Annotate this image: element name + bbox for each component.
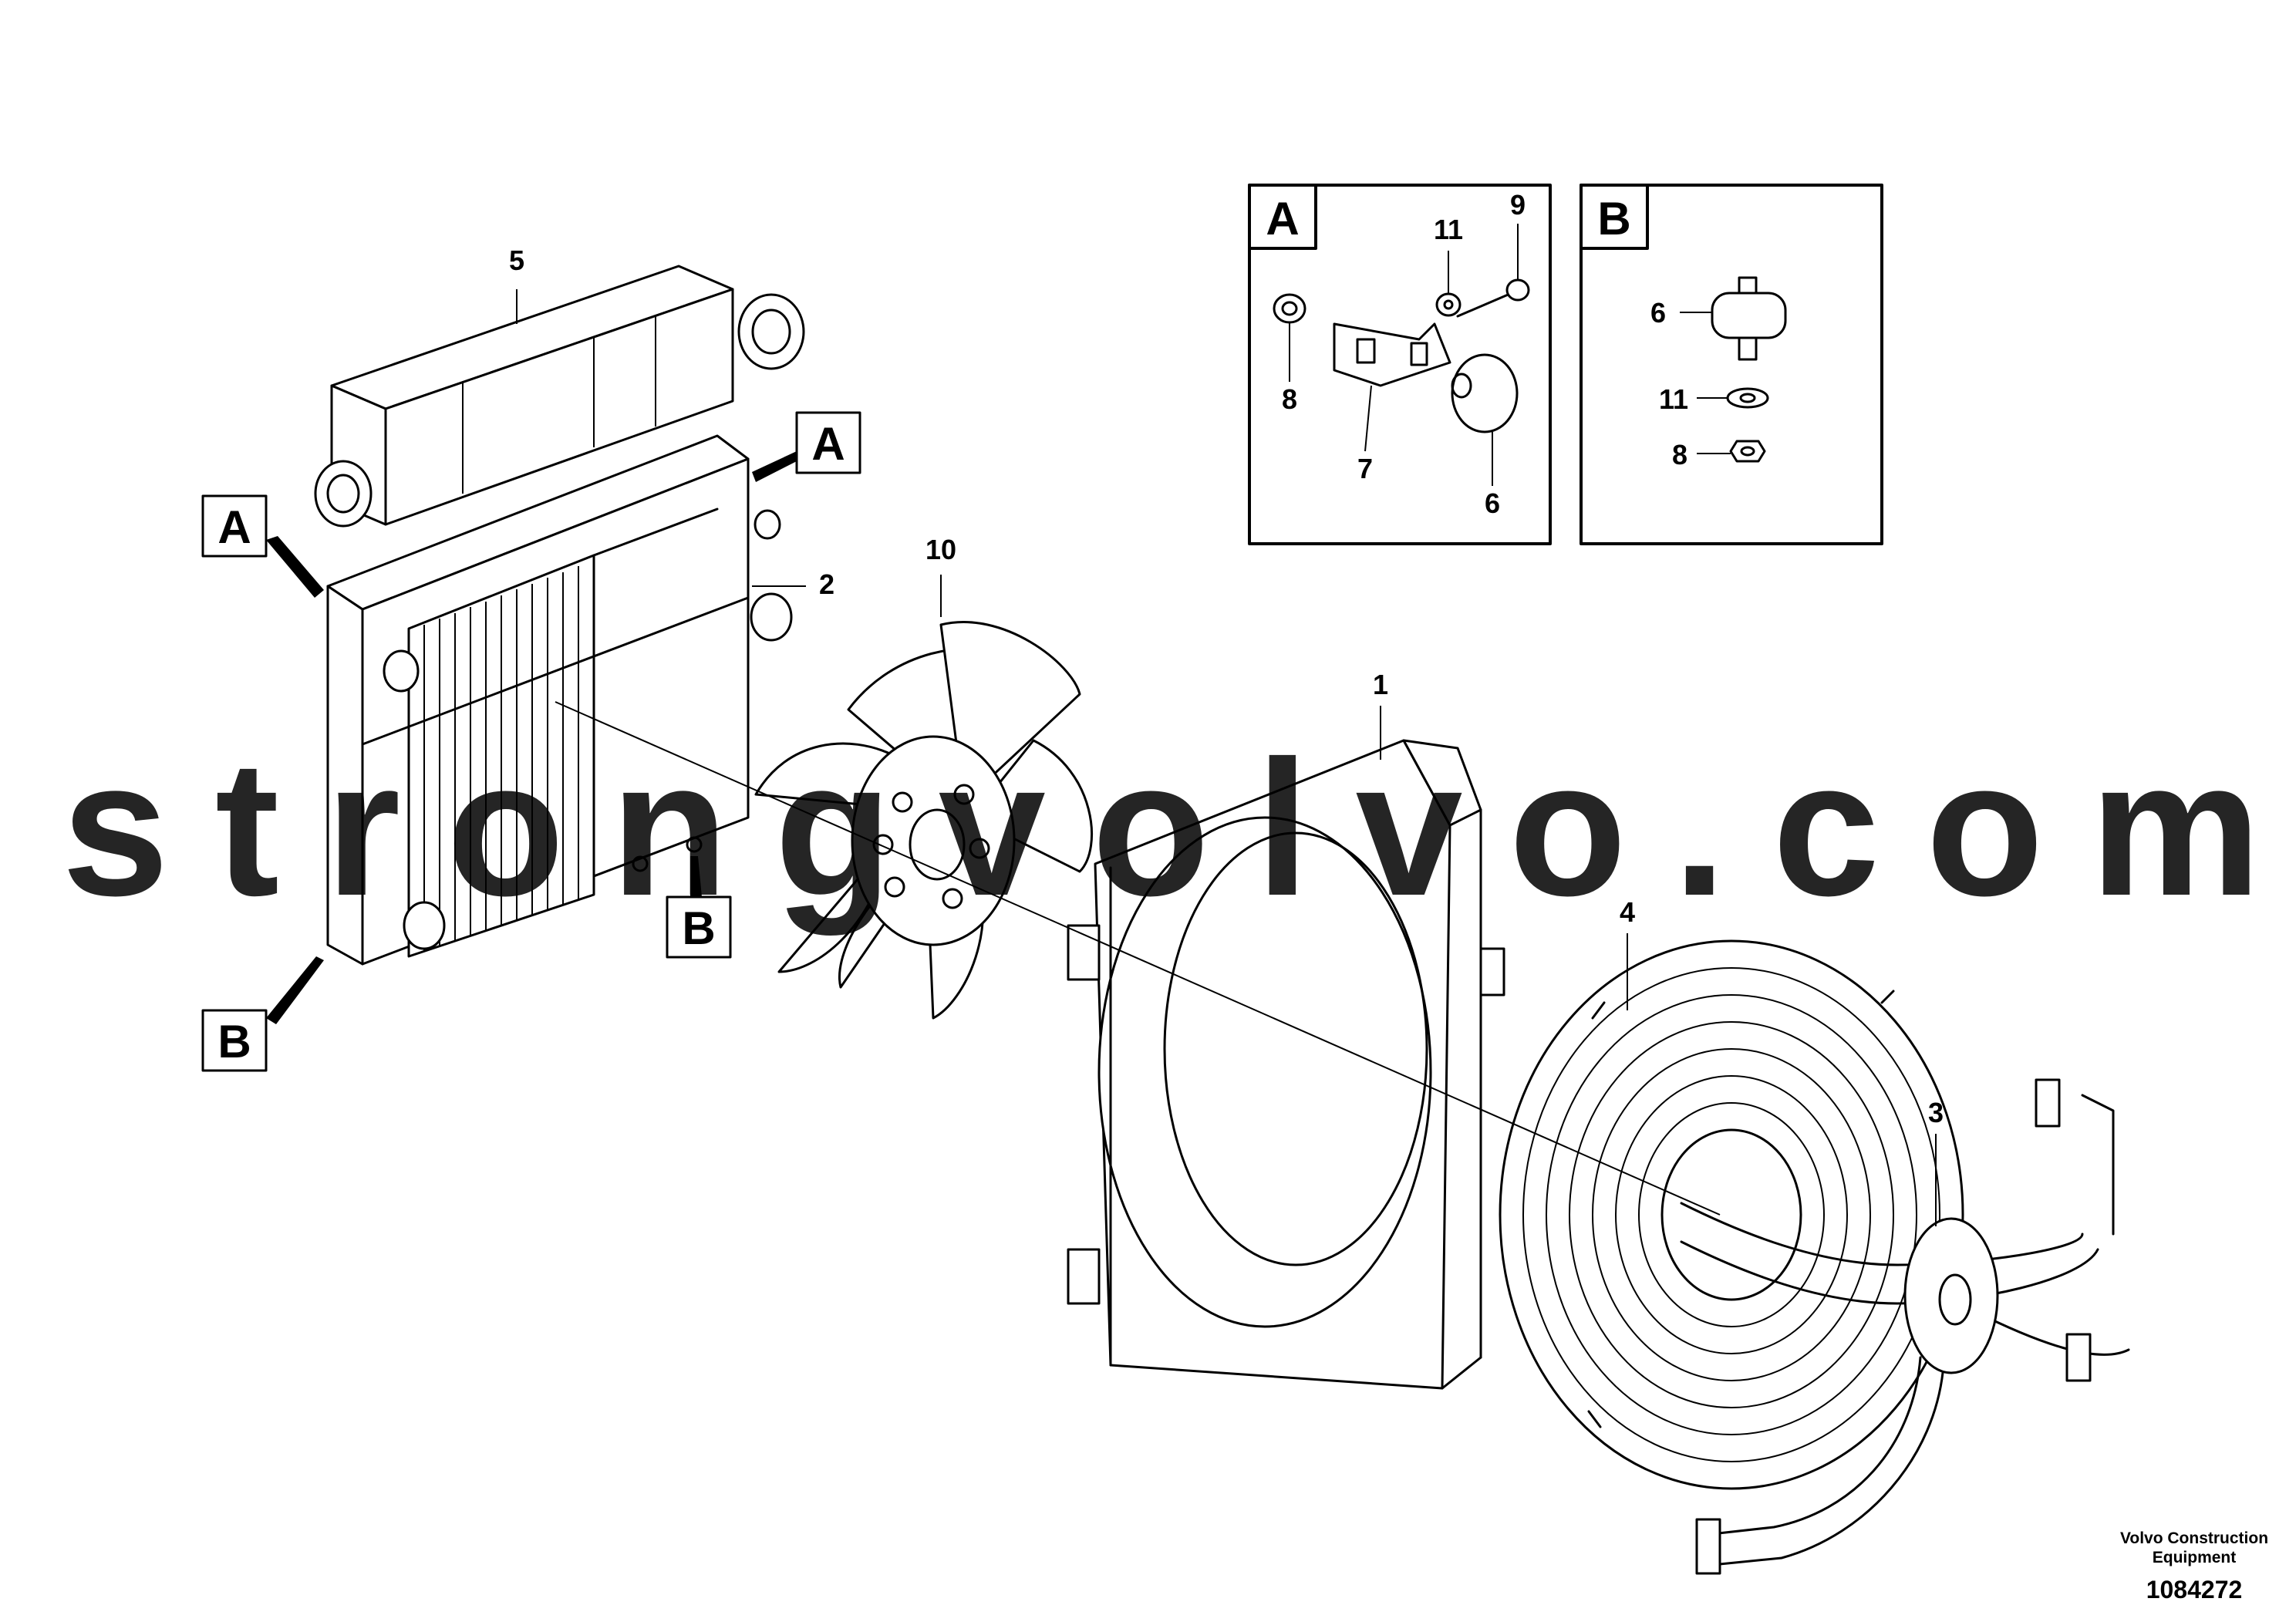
panel-a-callout-6: 6 — [1485, 487, 1500, 519]
callout-10: 10 — [925, 534, 956, 565]
footer-company-line1: Volvo Construction — [2120, 1529, 2268, 1547]
panel-a-callout-8: 8 — [1282, 383, 1297, 415]
marker-a-right-label: A — [811, 418, 845, 470]
panel-a-callout-9: 9 — [1510, 189, 1526, 221]
marker-b-left-label: B — [217, 1016, 251, 1067]
footer-company-line2: Equipment — [2153, 1549, 2237, 1566]
leader-lines — [516, 289, 1937, 1226]
panel-b-callout-11: 11 — [1659, 383, 1688, 415]
part-callouts: 5 2 10 1 4 3 — [509, 244, 1944, 1128]
detail-panel-b: B 6 11 8 — [1580, 184, 1883, 545]
callout-2: 2 — [819, 568, 834, 600]
callout-4: 4 — [1620, 896, 1635, 928]
footer-drawing-id: 1084272 — [2146, 1576, 2243, 1603]
callout-1: 1 — [1373, 669, 1388, 700]
watermark-text: strongvolvo.com — [62, 720, 2267, 936]
detail-panel-a: A 8 11 9 7 6 — [1248, 184, 1552, 545]
marker-a-left-label: A — [217, 501, 251, 553]
marker-a-right: A — [752, 411, 861, 482]
panel-b-title: B — [1597, 193, 1630, 244]
part-2-radiator — [326, 434, 793, 966]
part-5-charge-air-cooler — [314, 265, 805, 528]
part-1-fan-shroud — [1067, 739, 1505, 1390]
marker-b-center: B — [666, 856, 732, 959]
radiator-core-fins — [423, 566, 579, 951]
marker-b-center-label: B — [682, 902, 715, 954]
marker-a-left: A — [201, 494, 324, 598]
callout-3: 3 — [1928, 1097, 1944, 1128]
panel-a-title: A — [1266, 193, 1299, 244]
callout-5: 5 — [509, 244, 524, 276]
panel-b-callout-6: 6 — [1650, 297, 1666, 329]
marker-b-left: B — [201, 956, 324, 1072]
part-4-fan-guard — [1499, 939, 1964, 1490]
part-10-fan — [754, 620, 1093, 1020]
panel-b-callout-8: 8 — [1672, 439, 1687, 470]
part-3-guard-bracket — [1680, 1078, 2130, 1575]
panel-a-callout-7: 7 — [1357, 453, 1373, 484]
panel-a-callout-11: 11 — [1434, 214, 1463, 245]
footer: Volvo Construction Equipment 1084272 — [2120, 1529, 2268, 1603]
